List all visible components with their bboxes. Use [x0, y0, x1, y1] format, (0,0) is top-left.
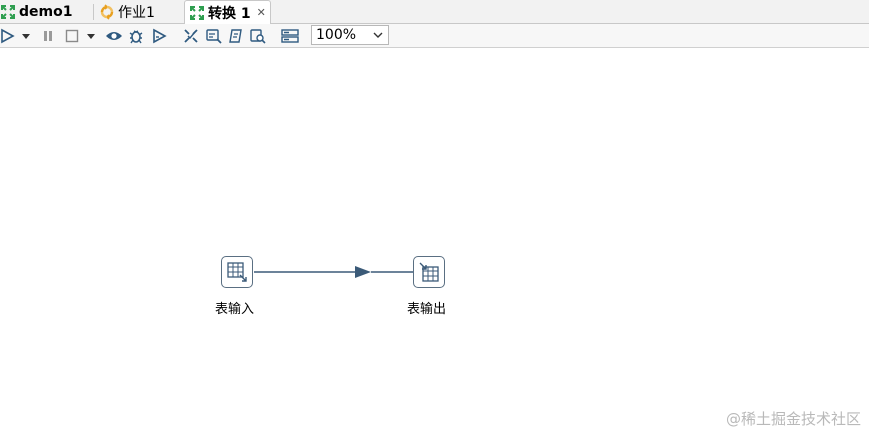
pause-icon[interactable] [39, 27, 57, 45]
transformation-toolbar: 100% [0, 24, 869, 48]
step-table-input[interactable] [221, 256, 253, 288]
editor-tab-bar: demo1 作业1 转换 1 ✕ [0, 0, 869, 24]
run-options-dropdown-icon[interactable] [20, 27, 32, 45]
tab-label: 转换 1 [208, 5, 251, 22]
watermark: @稀土掘金技术社区 [725, 410, 861, 428]
table-output-icon [419, 262, 439, 282]
stop-icon[interactable] [63, 27, 81, 45]
job-icon [99, 3, 115, 20]
step-label-table-output: 表输出 [407, 302, 447, 317]
explore-database-icon[interactable] [249, 27, 267, 45]
sql-script-icon[interactable] [227, 27, 245, 45]
table-input-icon [227, 262, 247, 282]
transformation-canvas[interactable]: 表输入 表输出 @稀土掘金技术社区 [0, 48, 869, 435]
replay-icon[interactable] [150, 27, 168, 45]
impact-analysis-icon[interactable] [205, 27, 223, 45]
close-icon[interactable]: ✕ [256, 6, 266, 19]
zoom-value: 100% [316, 27, 357, 43]
tab-label: demo1 [19, 3, 73, 20]
zoom-select[interactable]: 100% [311, 25, 389, 45]
debug-bug-icon[interactable] [127, 27, 145, 45]
hop-arrow-icon [355, 266, 371, 278]
tab-transformation1[interactable]: 转换 1 ✕ [184, 0, 271, 24]
stop-options-dropdown-icon[interactable] [85, 27, 97, 45]
tab-label: 作业1 [118, 4, 155, 21]
preview-eye-icon[interactable] [105, 27, 123, 45]
show-results-icon[interactable] [281, 27, 299, 45]
chevron-down-icon [372, 29, 384, 45]
tab-job1[interactable]: 作业1 [99, 0, 155, 23]
tab-demo1[interactable]: demo1 [0, 0, 72, 23]
hop-connector[interactable] [0, 48, 869, 435]
verify-icon[interactable] [182, 27, 200, 45]
step-table-output[interactable] [413, 256, 445, 288]
run-icon[interactable] [0, 27, 16, 45]
transformation-icon [0, 4, 16, 20]
transformation-icon [189, 5, 205, 21]
step-label-table-input: 表输入 [215, 302, 255, 317]
tab-divider [93, 4, 94, 20]
